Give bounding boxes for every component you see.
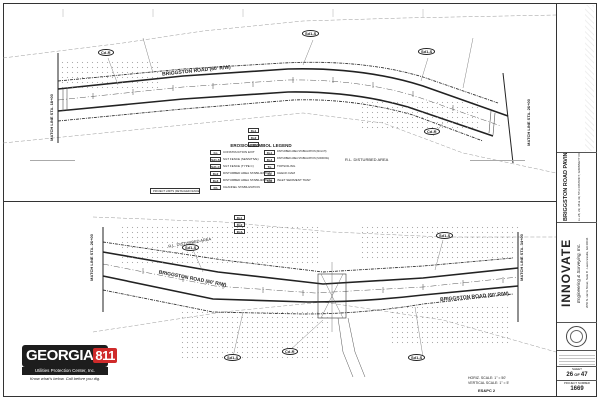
title-block-seal [557,323,597,351]
legend-code: Tp [264,164,275,169]
revision-lines [559,353,595,365]
bubble-sd1s-4: Sd1-S [436,232,454,239]
bubble-cd-r-3: Cd-R [282,348,298,355]
title-block-revisions [557,351,597,367]
bubble-sd1s-3: Sd1-S [182,244,200,251]
bubble-sd1s-5: Sd1-S [224,354,242,361]
erosion-symbol-legend: EROSION SYMBOL LEGEND Co CONSTRUCTION EX… [208,143,329,197]
sheet-divider [3,201,556,202]
engineer-seal [566,326,587,347]
ds-code: Ds1 [248,128,259,133]
bubble-cd-r-2: Cd-R [424,128,440,135]
legend-label: DISTURBED AREA STABILIZATION [223,171,272,175]
project-number-label: PROJECT NUMBER [564,381,590,385]
match-line-top-left: MATCH LINE STA. 18+00 [48,94,54,141]
ds-code: Ds2 [234,222,245,227]
legend-label: CONSTRUCTION EXIT [223,150,255,154]
legend-note-box: PROJECT LIMITS (DETACHED FENCE) [150,188,200,194]
project-number: 1669 [570,386,584,392]
legend-label: TOPSOILING [277,164,296,168]
vegetation-stipple-4 [390,305,510,345]
vegetation-stipple-1 [120,225,320,265]
legend-code: Sd1-C [210,164,221,169]
legend-code: Ds3 [210,178,221,183]
ds-code: Ds1 [234,215,245,220]
drawing-sheet [3,3,597,397]
bottom-road-edge-south [102,275,519,303]
legend-code: Ds4 [264,157,275,162]
legend-label: INLET SEDIMENT TRAP [277,178,311,182]
note-block-1 [30,160,75,181]
title-block: BRIGGSTON ROAD PAVING IMPROVEMENTS LL 28… [556,3,597,397]
bubble-sd1s-6: Sd1-S [408,354,426,361]
project-location: LL 28, 29, 38 & 39, 5TH DISTRICT, GWINNE… [577,153,581,221]
title-block-hatch [585,5,594,151]
legend-note: PROJECT LIMITS (DETACHED FENCE) [153,190,201,193]
sheet-tag: ES&PC 2 [478,388,496,393]
project-title: BRIGGSTON ROAD PAVING IMPROVEMENTS [563,153,569,221]
vegetation-stipple-6 [360,100,480,130]
title-block-firm: INNOVATE Engineering & Surveying, Inc. 2… [557,223,597,323]
ds-code: Ds2 [248,135,259,140]
note-block-2 [470,160,525,181]
sheet-number-row: 26 OF 47 [557,371,597,379]
title-block-notes [557,3,597,153]
bubble-sd1s-1: Sd1-S [302,30,320,37]
bottom-road-edge-north [102,251,519,285]
firm-address: 2050 N. Harris Street, Suite B · Lawrenc… [585,237,589,309]
legend-label: CHECK DAM [277,171,296,175]
vegetation-stipple-3 [180,310,330,360]
georgia-811-sub: Utilities Protection Center, Inc. [22,367,108,375]
georgia-811-number: 811 [93,348,117,363]
legend-label: DISTURBED AREA STABILIZATION (MULCH) [277,150,327,153]
ds-code: Ds3 [234,229,245,234]
legend-code: Sd2 [264,178,275,183]
scale-vertical: VERTICAL SCALE: 1" = 5' [468,381,510,385]
sheet-number: 26 [566,372,574,378]
legend-label: SILT FENCE (TYPE C) [223,164,254,168]
sheet-label: SHEET [571,367,582,371]
firm-name: INNOVATE [559,238,573,308]
georgia-811-tagline: Know what's below. Call before you dig. [29,376,101,381]
legend-label: CHANNEL STABILIZATION [223,185,260,189]
legend-code: Ds2 [210,171,221,176]
match-line-bottom-left: MATCH LINE STA. 26+00 [88,234,94,281]
match-line-bottom-right: MATCH LINE STA. 34+00 [518,234,524,281]
legend-label: DISTURBED AREA STABILIZATION [223,178,272,182]
scale-horizontal: HORIZ. SCALE: 1" = 50' [468,376,506,380]
legend-code: Cd [264,171,275,176]
legend-title: EROSION SYMBOL LEGEND [230,143,292,148]
title-block-project: BRIGGSTON ROAD PAVING IMPROVEMENTS LL 28… [557,153,597,223]
firm-subtitle: Engineering & Surveying, Inc. [576,243,581,303]
top-road-edge-north [57,68,509,117]
bubble-sd1s-2: Sd1-S [418,48,436,55]
sheet-total: 47 [580,372,588,378]
legend-code: Ch [210,185,221,190]
legend-code: Co [210,150,221,155]
legend-code: Ds1 [264,150,275,155]
vegetation-stipple-5 [60,60,160,90]
sheet-of-sep: OF [573,372,581,377]
match-line-top-right: MATCH LINE STA. 26+00 [525,99,531,146]
legend-label: DISTURBED AREA STABILIZATION (SODDING) [277,157,330,160]
georgia-811-word: GEORGIA [26,347,94,364]
legend-code: Sd1-S [210,157,221,162]
bubble-cd-r-1: Cd-R [98,49,114,56]
title-block-project-number: PROJECT NUMBER 1669 [557,381,597,396]
legend-label: SILT FENCE (SENSITIVE) [223,157,259,161]
disturbed-area-top: R.L. DISTURBED AREA [345,157,389,162]
ds-stack-top: Ds1 Ds2 Ds3 [248,128,260,147]
ds-stack-bottom: Ds1 Ds2 Ds3 [234,215,246,234]
engineer-seal-inner [570,330,583,343]
vegetation-stipple-2 [360,225,520,260]
ds-code: Ds3 [248,142,259,147]
title-block-sheet: SHEET 26 OF 47 [557,367,597,381]
